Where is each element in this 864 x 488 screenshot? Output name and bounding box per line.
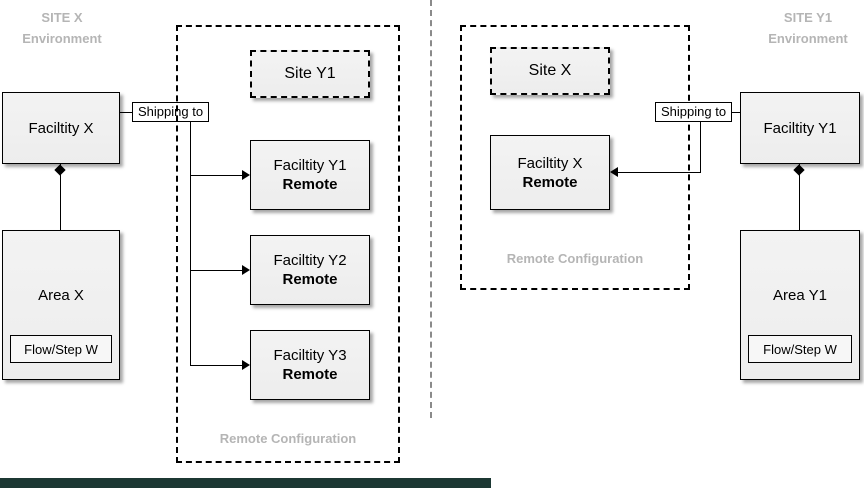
remote-configuration-caption-left: Remote Configuration bbox=[219, 431, 357, 446]
remote-configuration-caption-right: Remote Configuration bbox=[506, 251, 644, 266]
flow-step-w-box-right: Flow/Step W bbox=[748, 335, 852, 363]
area-y1-label: Area Y1 bbox=[773, 287, 827, 304]
site-boundary-separator bbox=[430, 0, 432, 418]
site-x-environment-label: SITE X Environment bbox=[18, 8, 106, 50]
site-y1-environment-label: SITE Y1 Environment bbox=[756, 8, 860, 50]
site-x-remote-label: Site X bbox=[528, 62, 572, 79]
remote-configuration-group-left bbox=[176, 25, 400, 463]
env-label-line1: SITE X bbox=[41, 10, 83, 25]
facility-x-node: Faciltity X bbox=[2, 92, 120, 164]
shipping-branch-y3-line bbox=[190, 365, 243, 366]
facility-x-remote-tag: Remote bbox=[522, 173, 578, 191]
facility-y1-label: Faciltity Y1 bbox=[763, 119, 837, 137]
shipping-to-label-right: Shipping to bbox=[655, 102, 733, 122]
site-y1-remote-label: Site Y1 bbox=[284, 65, 336, 82]
arrowhead-to-facility-y2 bbox=[242, 265, 250, 275]
facility-y1-node: Faciltity Y1 bbox=[740, 92, 860, 164]
facility-x-remote-node: Faciltity X Remote bbox=[490, 135, 610, 210]
shipping-line-right-to-remote bbox=[617, 172, 701, 173]
area-x-label: Area X bbox=[38, 287, 84, 304]
facility-y3-remote-node: Faciltity Y3 Remote bbox=[250, 330, 370, 400]
facility-x-area-connector-line bbox=[60, 164, 61, 230]
facility-y3-remote-name: Faciltity Y3 bbox=[273, 347, 347, 364]
facility-y1-remote-name: Faciltity Y1 bbox=[273, 157, 347, 174]
site-x-remote-node: Site X bbox=[490, 47, 610, 95]
facility-y1-remote-node: Faciltity Y1 Remote bbox=[250, 140, 370, 210]
env-label-line2: Environment bbox=[22, 30, 102, 46]
env-label-right-line2: Environment bbox=[768, 30, 848, 46]
facility-x-remote-name: Faciltity X bbox=[517, 154, 583, 172]
facility-y1-remote-tag: Remote bbox=[282, 176, 338, 193]
arrowhead-to-facility-y1 bbox=[242, 170, 250, 180]
arrowhead-to-facility-y3 bbox=[242, 360, 250, 370]
shipping-branch-y2-line bbox=[190, 270, 243, 271]
facility-y2-remote-name: Faciltity Y2 bbox=[273, 252, 347, 269]
area-x-node: Area X Flow/Step W bbox=[2, 230, 120, 380]
shipping-line-right-vertical bbox=[700, 112, 701, 172]
remote-configuration-group-right bbox=[460, 25, 690, 290]
area-y1-node: Area Y1 Flow/Step W bbox=[740, 230, 860, 380]
composition-diamond-left bbox=[54, 164, 66, 176]
facility-y3-remote-tag: Remote bbox=[282, 366, 338, 383]
shipping-branch-y1-line bbox=[190, 175, 243, 176]
shipping-line-left-trunk bbox=[190, 112, 191, 365]
bottom-taskbar-fragment bbox=[0, 478, 491, 488]
flow-step-w-box-left: Flow/Step W bbox=[10, 335, 112, 363]
facility-y1-area-connector-line bbox=[799, 164, 800, 230]
env-label-right-line1: SITE Y1 bbox=[783, 10, 833, 25]
facility-x-label: Faciltity X bbox=[28, 119, 94, 137]
arrowhead-to-facility-x-remote bbox=[610, 167, 618, 177]
shipping-to-label-left: Shipping to bbox=[132, 102, 210, 122]
facility-y2-remote-tag: Remote bbox=[282, 271, 338, 288]
site-y1-remote-node: Site Y1 bbox=[250, 50, 370, 98]
composition-diamond-right bbox=[793, 164, 805, 176]
facility-y2-remote-node: Faciltity Y2 Remote bbox=[250, 235, 370, 305]
